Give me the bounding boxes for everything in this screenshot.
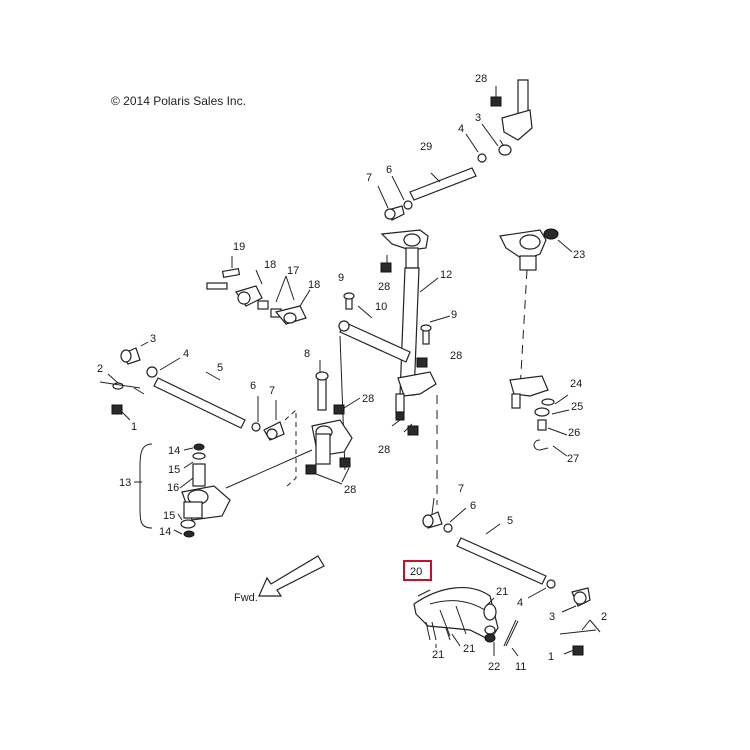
callout-21: 21	[463, 643, 475, 655]
callout-7: 7	[366, 172, 372, 184]
callout-25: 25	[571, 401, 583, 413]
callout-6: 6	[386, 164, 392, 176]
callout-24: 24	[570, 378, 582, 390]
callout-7: 7	[458, 483, 464, 495]
callout-5: 5	[217, 362, 223, 374]
callout-28: 28	[344, 484, 356, 496]
callout-4: 4	[183, 348, 189, 360]
callout-13: 13	[119, 477, 131, 489]
callout-15: 15	[168, 464, 180, 476]
callout-4: 4	[517, 597, 523, 609]
callout-28: 28	[475, 73, 487, 85]
callout-28: 28	[378, 444, 390, 456]
fwd-label: Fwd.	[234, 592, 258, 604]
callout-7: 7	[269, 385, 275, 397]
drag-link-10	[338, 292, 451, 471]
callout-18: 18	[308, 279, 320, 291]
callout-20: 20	[410, 566, 422, 578]
pitman-arm-lower	[509, 375, 570, 457]
callout-3: 3	[150, 333, 156, 345]
shield-20	[413, 586, 519, 657]
callout-1: 1	[548, 651, 554, 663]
callout-2: 2	[601, 611, 607, 623]
callout-23: 23	[573, 249, 585, 261]
callout-9: 9	[338, 272, 344, 284]
callout-14: 14	[159, 526, 171, 538]
forward-arrow	[258, 555, 325, 597]
callout-6: 6	[250, 380, 256, 392]
callout-16: 16	[167, 482, 179, 494]
callout-6: 6	[470, 500, 476, 512]
callout-29: 29	[420, 141, 432, 153]
callout-3: 3	[549, 611, 555, 623]
callout-2: 2	[97, 363, 103, 375]
callout-labels: 28 4 3 29 6 7 28 12 23 19 18 17 18 9 10 …	[97, 73, 607, 673]
callout-3: 3	[475, 112, 481, 124]
callout-20-highlight	[403, 560, 432, 581]
callout-28: 28	[378, 281, 390, 293]
idler-assembly-13	[134, 443, 231, 538]
callout-28: 28	[450, 350, 462, 362]
callout-11: 11	[515, 661, 526, 673]
right-tie-rod-assembly	[422, 497, 601, 656]
pivot-bracket-8	[225, 360, 361, 489]
left-tie-rod-assembly	[99, 341, 285, 441]
callout-4: 4	[458, 123, 464, 135]
callout-1: 1	[131, 421, 137, 433]
steering-post-upper	[477, 79, 533, 163]
copyright-text: © 2014 Polaris Sales Inc.	[111, 94, 246, 108]
callout-26: 26	[568, 427, 580, 439]
callout-21: 21	[432, 649, 444, 661]
callout-18: 18	[264, 259, 276, 271]
callout-17: 17	[287, 265, 299, 277]
callout-19: 19	[233, 241, 245, 253]
callout-5: 5	[507, 515, 513, 527]
callout-10: 10	[375, 301, 387, 313]
callout-12: 12	[440, 269, 452, 281]
callout-9: 9	[451, 309, 457, 321]
callout-28: 28	[362, 393, 374, 405]
callout-22: 22	[488, 661, 500, 673]
bracket-assembly-17-18-19	[206, 256, 311, 325]
callout-15: 15	[163, 510, 175, 522]
callout-14: 14	[168, 445, 180, 457]
callout-27: 27	[567, 453, 579, 465]
callout-21: 21	[496, 586, 508, 598]
callout-8: 8	[304, 348, 310, 360]
pitman-arm-23	[499, 228, 573, 271]
tie-rod-29	[377, 123, 499, 221]
